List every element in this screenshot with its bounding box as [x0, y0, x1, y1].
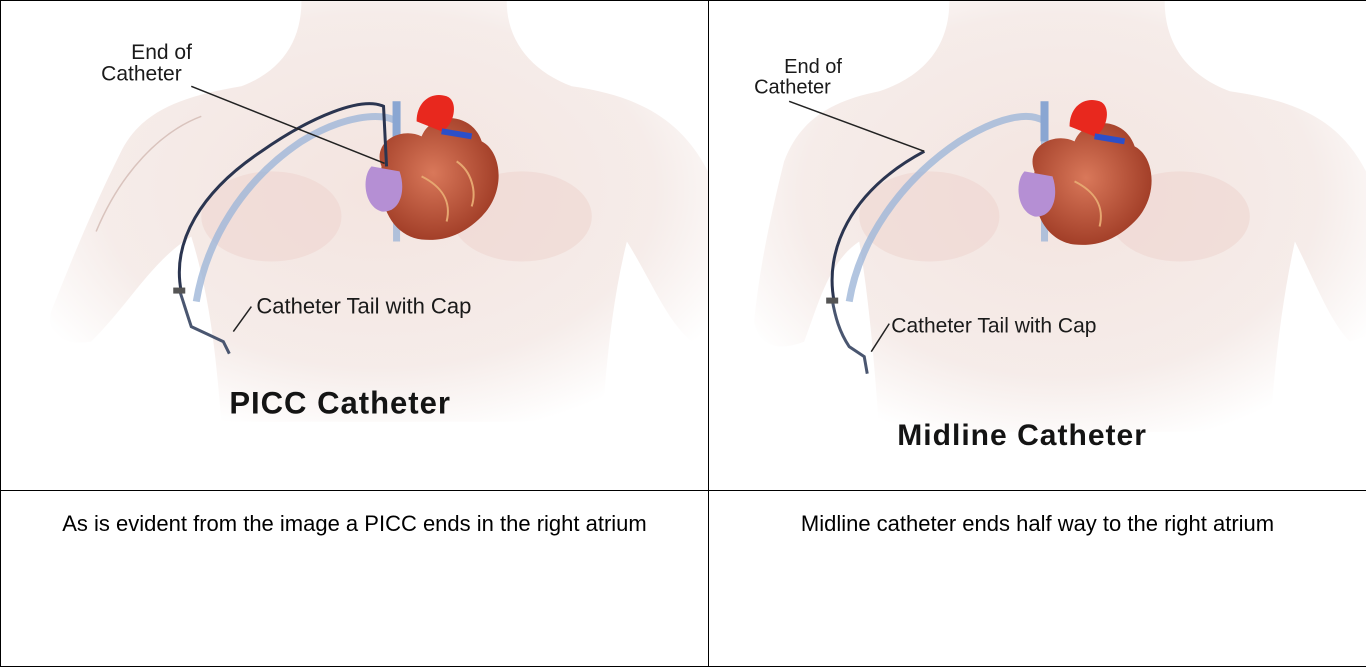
- catheter-tail-label: Catheter Tail with Cap: [891, 315, 1096, 338]
- picc-caption: As is evident from the image a PICC ends…: [41, 491, 668, 540]
- midline-title: Midline Catheter: [897, 419, 1147, 452]
- end-of-catheter-label-2: Catheter: [754, 76, 831, 98]
- end-of-catheter-label: End of: [131, 41, 192, 64]
- end-of-catheter-label-2: Catheter: [101, 62, 182, 85]
- midline-caption: Midline catheter ends half way to the ri…: [749, 491, 1326, 540]
- picc-illustration: End of Catheter Catheter Tail with Cap P…: [1, 1, 708, 490]
- midline-image-cell: End of Catheter Catheter Tail with Cap M…: [709, 1, 1366, 491]
- picc-title: PICC Catheter: [229, 386, 451, 421]
- midline-caption-cell: Midline catheter ends half way to the ri…: [709, 491, 1366, 667]
- picc-caption-cell: As is evident from the image a PICC ends…: [1, 491, 709, 667]
- picc-image-cell: End of Catheter Catheter Tail with Cap P…: [1, 1, 709, 491]
- midline-illustration: End of Catheter Catheter Tail with Cap M…: [709, 1, 1366, 490]
- end-of-catheter-label: End of: [784, 56, 842, 78]
- catheter-tail-label: Catheter Tail with Cap: [256, 294, 471, 319]
